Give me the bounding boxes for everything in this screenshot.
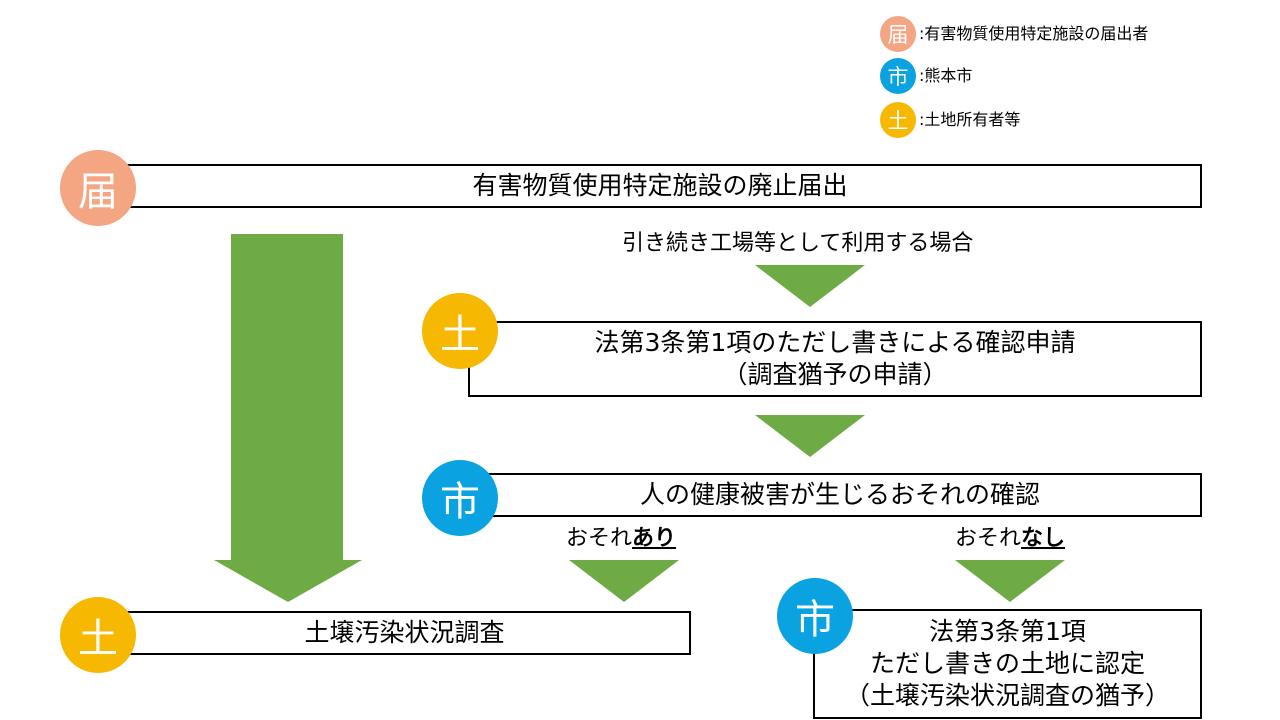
certification-line3: （土壌汚染状況調査の猶予）: [844, 681, 1170, 710]
risk-no-arrow: [955, 560, 1065, 602]
confirmation-application-box: 法第3条第1項のただし書きによる確認申請 （調査猶予の申請）: [468, 321, 1202, 397]
legend-city-text: :熊本市: [919, 66, 973, 85]
certification-box: 法第3条第1項 ただし書きの土地に認定 （土壌汚染状況調査の猶予）: [813, 609, 1202, 719]
legend-owner-text: :土地所有者等: [919, 110, 1021, 129]
risk-no-prefix: おそれ: [955, 526, 1022, 551]
abolition-notice-text: 有害物質使用特定施設の廃止届出: [472, 171, 848, 200]
risk-yes-label: おそれあり: [566, 525, 676, 553]
risk-yes-emphasis: あり: [632, 526, 677, 551]
owner-badge-survey: 土: [60, 597, 136, 673]
certification-line1: 法第3条第1項: [929, 617, 1086, 646]
legend-owner-badge: 土: [880, 102, 916, 138]
confirmation-application-line2: （調査猶予の申請）: [722, 360, 948, 389]
risk-yes-arrow: [569, 560, 679, 602]
notifier-badge: 届: [60, 150, 136, 226]
legend-notifier-text: :有害物質使用特定施設の届出者: [919, 24, 1149, 43]
confirmation-application-line1: 法第3条第1項のただし書きによる確認申請: [594, 328, 1076, 357]
soil-survey-box: 土壌汚染状況調査: [118, 611, 691, 655]
city-badge-check: 市: [422, 460, 498, 536]
certification-line2: ただし書きの土地に認定: [869, 649, 1145, 678]
owner-badge-application: 土: [422, 293, 498, 369]
continued-use-label: 引き続き工場等として利用する場合: [622, 231, 974, 256]
risk-yes-prefix: おそれ: [566, 526, 633, 551]
city-badge-certification: 市: [777, 578, 853, 654]
risk-no-emphasis: なし: [1021, 526, 1066, 551]
soil-survey-text: 土壌汚染状況調査: [304, 618, 505, 647]
continued-use-arrow: [755, 265, 865, 307]
legend-notifier-badge: 届: [880, 16, 916, 52]
legend-city-badge: 市: [880, 58, 916, 94]
health-risk-check-text: 人の健康被害が生じるおそれの確認: [639, 480, 1040, 509]
abolition-notice-box: 有害物質使用特定施設の廃止届出: [118, 164, 1202, 208]
application-to-check-arrow: [755, 415, 865, 457]
risk-no-label: おそれなし: [955, 525, 1065, 553]
health-risk-check-box: 人の健康被害が生じるおそれの確認: [478, 473, 1202, 517]
main-flow-arrow: [214, 234, 362, 602]
